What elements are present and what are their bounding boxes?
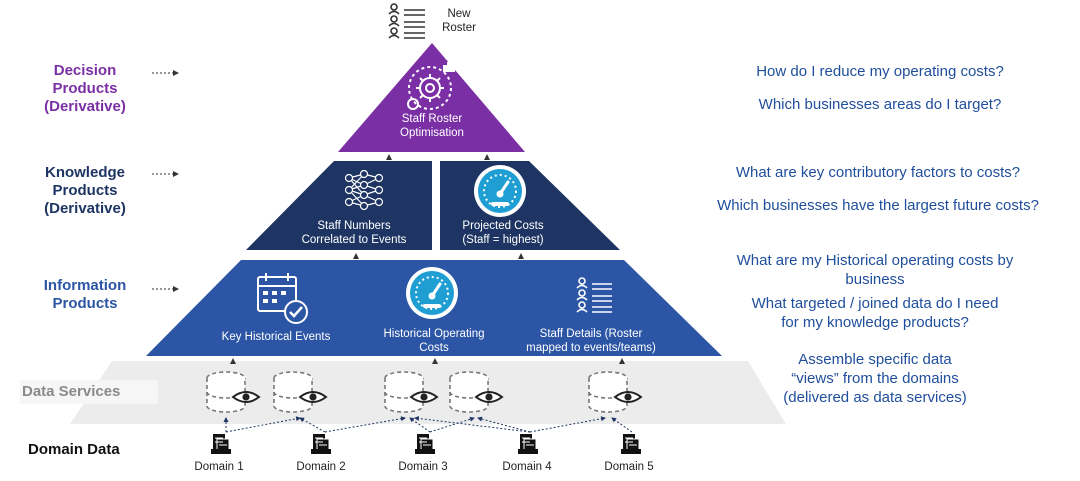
server-icon — [210, 433, 232, 455]
hist-costs-line2: Costs — [419, 342, 449, 354]
q5-line2: business — [845, 271, 905, 288]
neural-network-icon — [344, 169, 384, 211]
projected-costs-line1: Projected Costs — [462, 220, 543, 232]
new-roster-line2: Roster — [442, 22, 476, 34]
domain-data-label: Domain Data — [28, 441, 120, 458]
domain-3-label: Domain 3 — [398, 461, 447, 473]
domain-2-label: Domain 2 — [296, 461, 345, 473]
domain-4-label: Domain 4 — [502, 461, 552, 473]
q7-line3: (delivered as data services) — [783, 389, 967, 406]
decision-label-line2: Products — [52, 80, 118, 97]
question-largest-future-costs: Which businesses have the largest future… — [717, 197, 1039, 214]
question-historical-costs: What are my Historical operating costs b… — [690, 251, 1060, 289]
new-roster-line1: New — [447, 8, 471, 20]
question-contributory-factors: What are key contributory factors to cos… — [735, 164, 1021, 181]
key-events-text: Key Historical Events — [222, 331, 331, 343]
staff-numbers-line2: Correlated to Events — [302, 234, 407, 246]
information-label-line2: Products — [52, 295, 118, 312]
gauge-icon — [406, 267, 458, 319]
decision-label-line1: Decision — [53, 62, 117, 79]
knowledge-label-line1: Knowledge — [44, 164, 125, 181]
data-services-label-bg — [20, 380, 158, 404]
calendar-check-icon — [257, 273, 308, 324]
staff-roster-line1: Staff Roster — [402, 113, 463, 125]
question-targeted-data: What targeted / joined data do I need fo… — [690, 294, 1060, 332]
knowledge-products-label: Knowledge Products (Derivative) — [20, 164, 150, 218]
domain-1-label: Domain 1 — [194, 461, 243, 473]
q7-line1: Assemble specific data — [798, 351, 952, 368]
decision-products-label: Decision Products (Derivative) — [20, 62, 150, 116]
domain-5-label: Domain 5 — [604, 461, 653, 473]
staff-list-icon — [576, 277, 612, 313]
decision-label-line3: (Derivative) — [44, 98, 126, 115]
q7-line2: “views” from the domains — [791, 370, 959, 387]
assemble-views-note: Assemble specific data “views” from the … — [740, 350, 1010, 407]
server-icon — [414, 433, 436, 455]
server-icon — [517, 433, 539, 455]
knowledge-tier-left — [246, 161, 432, 250]
hist-costs-line1: Historical Operating — [384, 328, 485, 340]
q6-line1: What targeted / joined data do I need — [751, 295, 999, 312]
gauge-icon — [474, 165, 526, 217]
q5-line1: What are my Historical operating costs b… — [736, 252, 1014, 269]
information-label-line1: Information — [43, 277, 127, 294]
staff-roster-line2: Optimisation — [400, 127, 464, 139]
data-services-label: Data Services — [22, 383, 121, 400]
q6-line2: for my knowledge products? — [781, 314, 969, 331]
staff-details-line2: mapped to events/teams) — [526, 342, 656, 354]
question-reduce-costs: How do I reduce my operating costs? — [756, 63, 1004, 80]
server-icon — [310, 433, 332, 455]
information-products-label: Information Products — [20, 277, 150, 313]
projected-costs-line2: (Staff = highest) — [462, 234, 543, 246]
knowledge-label-line3: (Derivative) — [44, 200, 126, 217]
staff-details-line1: Staff Details (Roster — [540, 328, 643, 340]
roster-list-icon — [388, 3, 425, 39]
staff-numbers-line1: Staff Numbers — [317, 220, 391, 232]
server-icon — [620, 433, 642, 455]
gear-optimisation-icon — [407, 59, 455, 110]
question-target-areas: Which businesses areas do I target? — [758, 96, 1002, 113]
knowledge-label-line2: Products — [52, 182, 118, 199]
